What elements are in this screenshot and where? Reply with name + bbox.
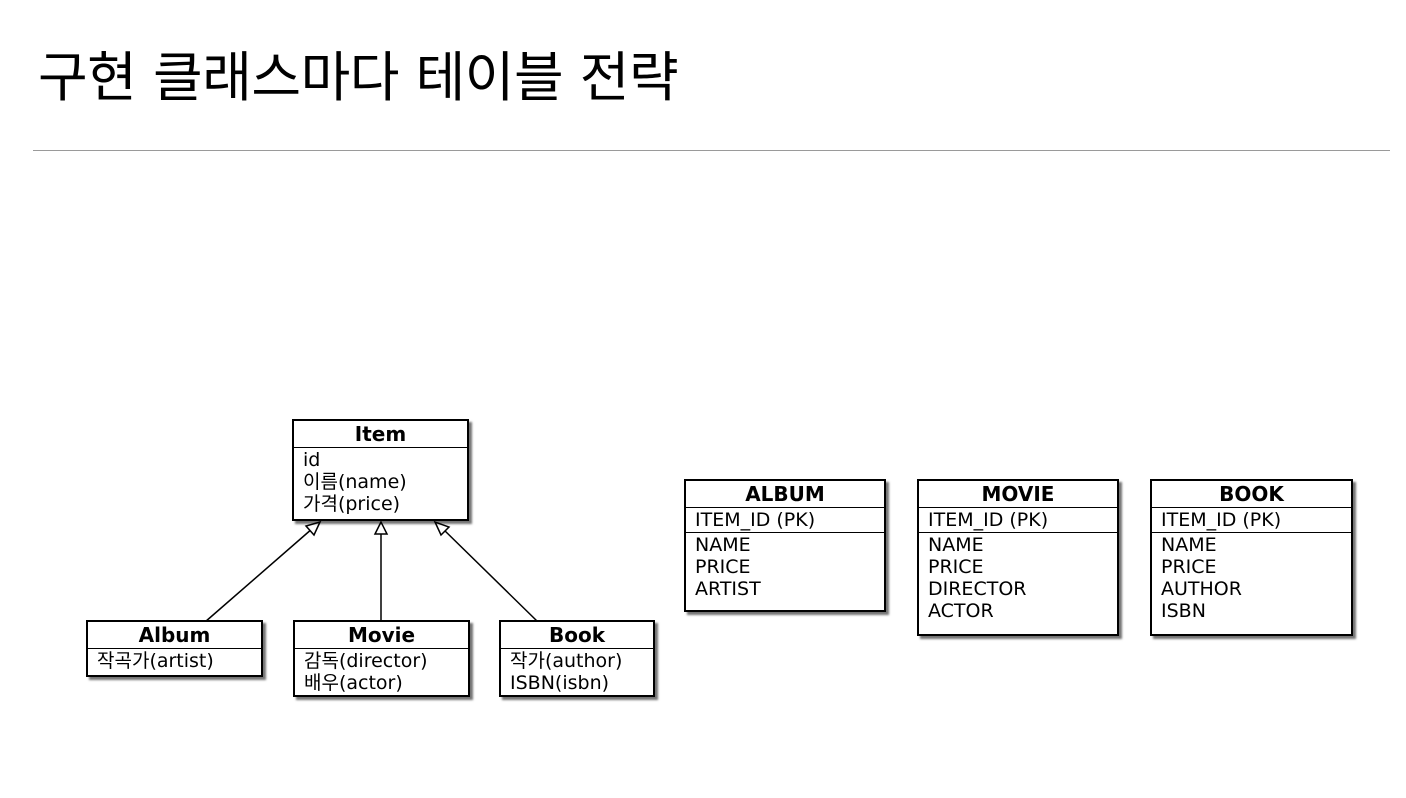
class-book-name: Book — [501, 622, 653, 649]
table-album-column: PRICE — [695, 556, 751, 578]
table-movie-column: ACTOR — [928, 600, 994, 622]
class-item-attr: 이름(name) — [303, 471, 407, 493]
class-item-attr: id — [303, 449, 321, 471]
album-inherits-arrowhead — [304, 520, 322, 537]
table-album: ALBUM ITEM_ID (PK) NAME PRICE ARTIST — [684, 479, 886, 612]
class-movie-attr: 감독(director) — [304, 650, 428, 672]
page-title: 구현 클래스마다 테이블 전략 — [38, 46, 679, 109]
class-movie: Movie 감독(director) 배우(actor) — [293, 620, 470, 697]
table-album-pk: ITEM_ID (PK) — [695, 509, 816, 531]
table-book: BOOK ITEM_ID (PK) NAME PRICE AUTHOR ISBN — [1150, 479, 1353, 636]
table-book-name: BOOK — [1152, 481, 1351, 508]
table-movie-column: NAME — [928, 534, 984, 556]
class-book-attr: ISBN(isbn) — [510, 672, 610, 694]
class-book-attr: 작가(author) — [510, 650, 623, 672]
class-item-attr: 가격(price) — [303, 493, 401, 515]
table-book-column: NAME — [1161, 534, 1217, 556]
album-inherits-line — [204, 527, 314, 623]
table-book-column: AUTHOR — [1161, 578, 1242, 600]
title-divider — [33, 150, 1390, 151]
table-album-column: NAME — [695, 534, 751, 556]
table-book-column: ISBN — [1161, 600, 1206, 622]
class-movie-name: Movie — [295, 622, 468, 649]
class-item: Item id 이름(name) 가격(price) — [292, 419, 469, 521]
class-album: Album 작곡가(artist) — [86, 620, 263, 677]
class-book: Book 작가(author) ISBN(isbn) — [499, 620, 655, 697]
table-album-column: ARTIST — [695, 578, 761, 600]
class-album-attr: 작곡가(artist) — [97, 650, 214, 672]
table-movie-column: DIRECTOR — [928, 578, 1027, 600]
book-inherits-line — [441, 527, 539, 623]
class-movie-attr: 배우(actor) — [304, 672, 403, 694]
class-album-name: Album — [88, 622, 261, 649]
book-inherits-arrowhead — [433, 520, 451, 537]
table-movie-pk: ITEM_ID (PK) — [928, 509, 1049, 531]
table-book-pk: ITEM_ID (PK) — [1161, 509, 1282, 531]
table-album-name: ALBUM — [686, 481, 884, 508]
table-movie-name: MOVIE — [919, 481, 1117, 508]
table-book-column: PRICE — [1161, 556, 1217, 578]
table-movie-column: PRICE — [928, 556, 984, 578]
table-movie: MOVIE ITEM_ID (PK) NAME PRICE DIRECTOR A… — [917, 479, 1119, 636]
class-item-name: Item — [294, 421, 467, 448]
movie-inherits-arrowhead — [373, 520, 389, 535]
